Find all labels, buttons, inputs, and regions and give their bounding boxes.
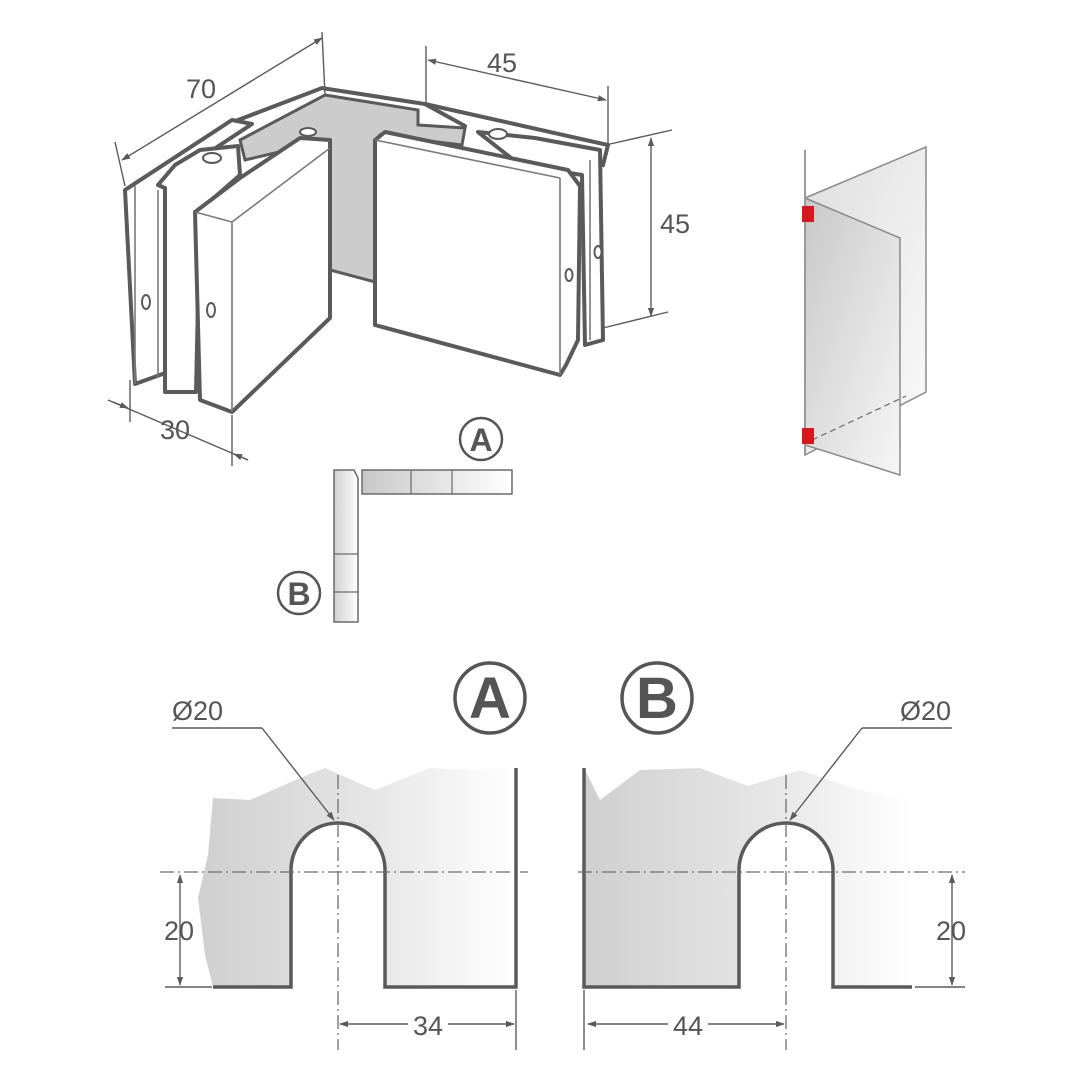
left-front-block-edges — [194, 147, 331, 412]
dimension-45-right: 45 — [602, 129, 690, 329]
dimension-45-top: 45 — [425, 46, 609, 145]
label-a-small: A — [469, 422, 492, 458]
offset-b-label: 44 — [673, 1011, 703, 1041]
left-top-screw — [202, 152, 222, 164]
label-b-big: B — [636, 666, 678, 731]
left-back-screw-hole — [141, 294, 151, 310]
diameter-b-label: Ø20 — [900, 696, 951, 726]
hinge-isometric-view — [123, 85, 611, 414]
panel-b-bar — [333, 469, 359, 623]
diameter-a-label: Ø20 — [172, 696, 223, 726]
right-front-block — [373, 130, 582, 377]
corner-layout-sketch: A B — [276, 416, 513, 623]
dimension-70-label: 70 — [186, 74, 216, 104]
offset-a-label: 34 — [413, 1011, 443, 1041]
hidden-edge-dashed — [811, 395, 907, 441]
left-front-block — [193, 136, 332, 414]
label-b-big-circle — [620, 661, 694, 735]
panel-a-bar — [361, 469, 513, 495]
cutout-b-detail: B Ø20 20 44 — [578, 661, 966, 1050]
glass-panels-view — [802, 145, 927, 477]
front-glass-panel — [804, 196, 901, 477]
cutout-b-outline — [582, 768, 912, 989]
height-b-label: 20 — [936, 916, 966, 946]
left-front-screw-hole — [206, 302, 216, 318]
dimension-45-top-label: 45 — [487, 48, 517, 78]
right-front-block-edges — [374, 139, 561, 375]
label-b-small: B — [287, 576, 310, 612]
bottom-hinge-marker — [802, 428, 814, 444]
glass-b-fill — [584, 768, 912, 987]
label-a-big: A — [469, 666, 511, 731]
glass-a-fill — [198, 768, 516, 987]
dimension-30-label: 30 — [160, 415, 190, 445]
left-front-top-screw — [299, 127, 317, 137]
label-b-small-circle — [276, 570, 322, 616]
label-a-small-circle — [458, 416, 504, 462]
cutout-a-detail: A Ø20 20 34 — [160, 661, 528, 1050]
dimension-45-right-label: 45 — [660, 209, 690, 239]
right-front-screw-hole — [564, 268, 574, 282]
dimension-30: 30 — [107, 380, 249, 466]
cutout-a-outline — [213, 768, 518, 989]
top-hinge-marker — [802, 206, 814, 222]
left-back-block-edges — [134, 186, 159, 384]
dimension-70: 70 — [114, 31, 326, 187]
label-a-big-circle — [453, 661, 527, 735]
right-back-screw-hole — [593, 245, 603, 259]
right-top-screw — [488, 128, 508, 140]
height-a-label: 20 — [164, 916, 194, 946]
